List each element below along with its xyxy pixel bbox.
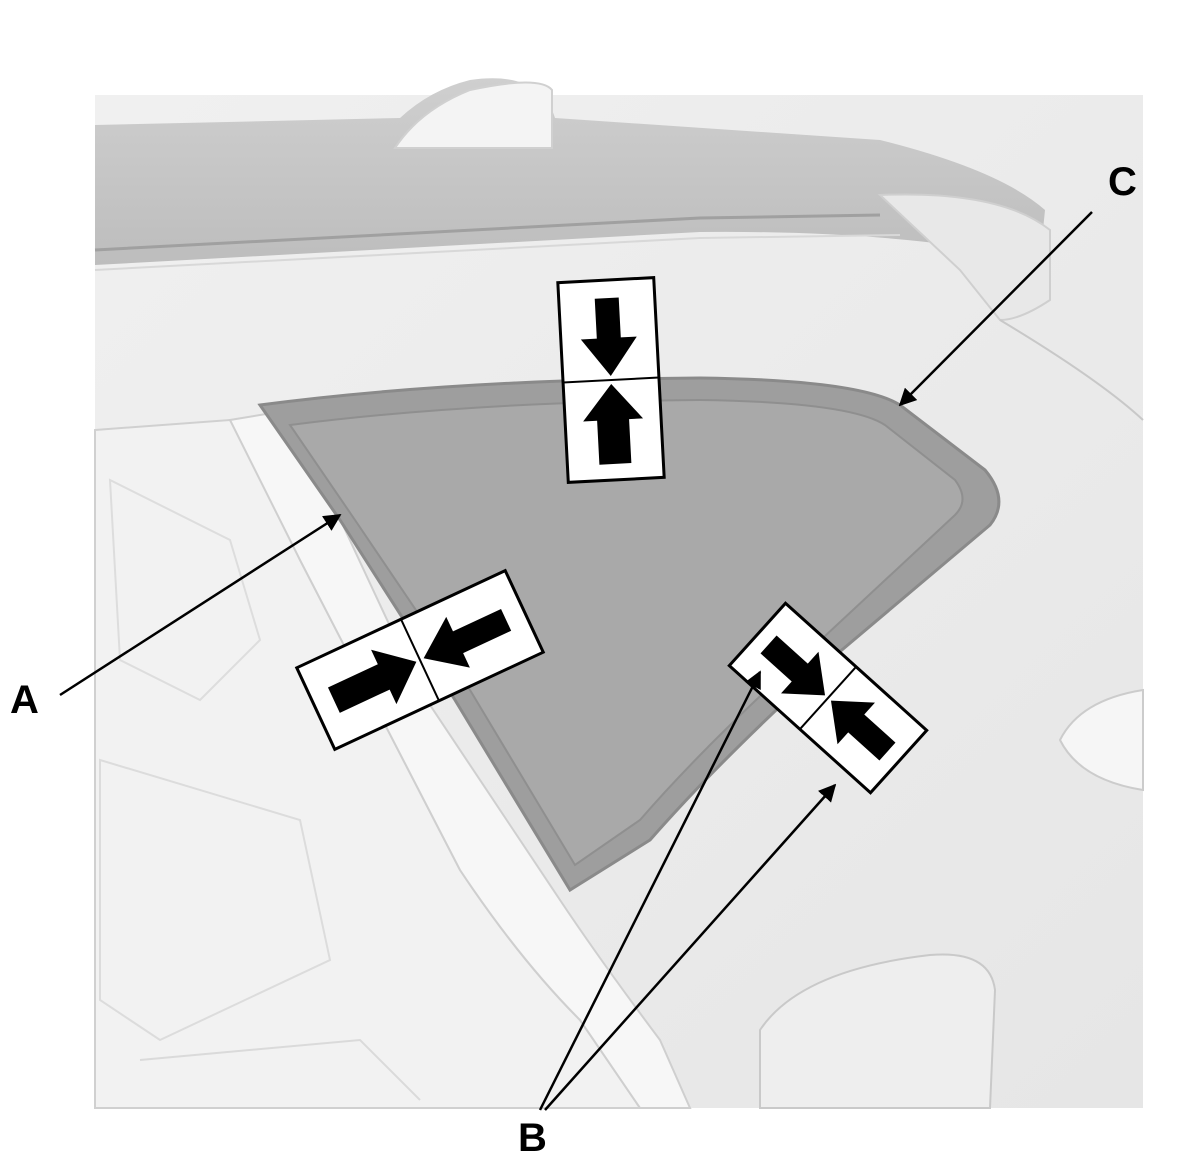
- callout-a: A: [10, 678, 39, 722]
- leader-line-a: [59, 513, 342, 697]
- leader-line-c: [898, 211, 1093, 407]
- callout-c: C: [1108, 160, 1137, 204]
- quarter-glass: [257, 376, 1001, 893]
- callout-b: B: [518, 1116, 547, 1160]
- vehicle-body: [94, 78, 1144, 1109]
- vertical-alignment-marker-icon: [556, 276, 666, 484]
- diagonal-alignment-marker-icon: [727, 601, 929, 795]
- horizontal-alignment-marker-icon: [294, 568, 546, 752]
- leader-line-b1: [538, 670, 762, 1111]
- leader-lines: [59, 211, 1093, 1111]
- leader-line-b2: [544, 783, 837, 1111]
